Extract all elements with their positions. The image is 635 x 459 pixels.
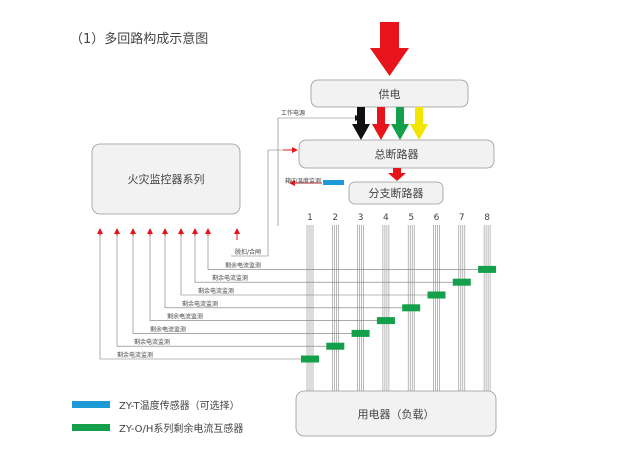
residual-current-ct-icon-6 (427, 291, 446, 299)
supply-box (310, 79, 469, 108)
residual-current-label-3: 剩余电流监测 (150, 325, 186, 333)
feedback-line-8 (207, 236, 488, 270)
residual-current-label-6: 剩余电流监测 (198, 287, 234, 295)
work-power-line (277, 117, 355, 226)
fire-monitor-box (91, 143, 241, 215)
legend-text-sensor: ZY-T温度传感器（可选择） (119, 399, 240, 412)
main-breaker-label: 总断路器 (375, 147, 419, 161)
branch-breaker-box (348, 181, 444, 205)
feedback-line-5 (164, 236, 412, 309)
circuit-number-8: 8 (484, 213, 490, 223)
residual-current-label-2: 剩余电流监测 (134, 338, 170, 346)
legend-swatch-blue (72, 401, 110, 408)
circuit-number-6: 6 (434, 213, 440, 223)
residual-current-label-8: 剩余电流监测 (225, 261, 261, 269)
supply-label: 供电 (379, 87, 401, 101)
phase-arrow-green-icon (391, 107, 409, 140)
circuit-number-7: 7 (459, 213, 465, 223)
circuit-number-1: 1 (307, 213, 313, 223)
phase-arrow-yellow-icon (410, 107, 428, 140)
residual-current-label-1: 剩余电流监测 (117, 351, 153, 359)
phase-arrow-red-icon (372, 107, 390, 140)
phase-arrow-black-icon (352, 107, 370, 140)
branch-arrow-icon (388, 168, 406, 181)
supply-arrow-icon (370, 22, 409, 76)
residual-current-label-5: 剩余电流监测 (182, 300, 218, 308)
work-power-arrowhead-icon (355, 115, 362, 121)
legend-swatch-green (72, 424, 110, 431)
fire-monitor-label: 火灾监控器系列 (128, 172, 205, 186)
residual-current-ct-icon-5 (402, 304, 421, 312)
temp-sensor-icon (323, 180, 344, 185)
residual-current-label-4: 剩余电流监测 (167, 313, 203, 321)
phase-arrows (352, 107, 428, 140)
circuit-number-5: 5 (408, 213, 414, 223)
trip-close-label: 脱扣/合闸 (235, 248, 261, 256)
feedback-line-7 (194, 236, 462, 283)
load-box (295, 390, 497, 437)
feedback-line-6 (180, 236, 437, 296)
work-power-label: 工作电源 (281, 109, 305, 117)
feedback-line-1 (99, 236, 310, 360)
page-title: （1）多回路构成示意图 (70, 31, 208, 47)
residual-current-label-7: 剩余电流监测 (212, 274, 248, 282)
residual-current-ct-icon-4 (376, 317, 395, 325)
feedback-line-2 (116, 236, 336, 347)
feedback-line-3 (132, 236, 361, 334)
circuit-number-4: 4 (383, 213, 389, 223)
circuit-number-3: 3 (358, 213, 364, 223)
trip-close-line (231, 149, 283, 257)
legend-text-ct: ZY-O/H系列剩余电流互感器 (119, 422, 243, 435)
circuit-number-2: 2 (332, 213, 338, 223)
load-label: 用电器（负载） (358, 407, 435, 421)
residual-current-ct-icon-7 (452, 278, 471, 286)
cabinet-temp-label: 箱内温度监测 (285, 177, 321, 185)
residual-current-ct-icon-1 (301, 355, 319, 363)
branch-breaker-label: 分支断路器 (369, 186, 424, 200)
residual-current-ct-icon-3 (351, 329, 370, 337)
residual-current-ct-icon-8 (478, 265, 497, 273)
residual-current-ct-icon-2 (326, 342, 345, 350)
